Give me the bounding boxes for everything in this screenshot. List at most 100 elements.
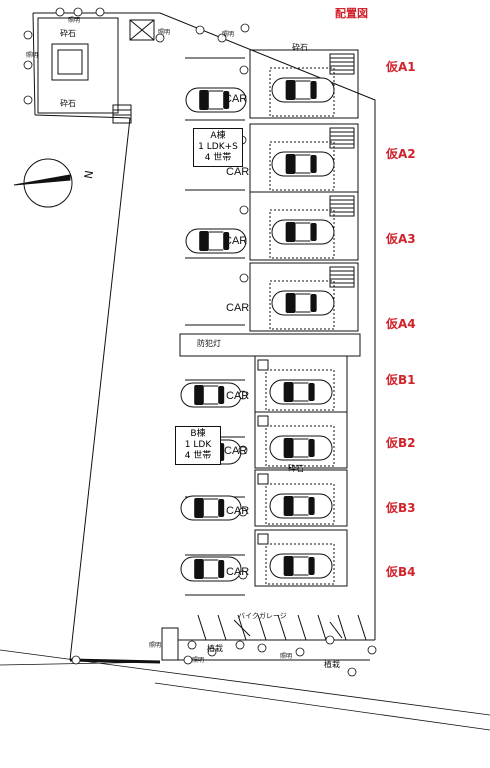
parking-bay [265, 425, 335, 467]
parking-bay [265, 543, 335, 585]
planting-label-2: 植栽 [324, 660, 340, 669]
bike-slot-line [357, 614, 367, 641]
unit-label-b3: 仮B3 [386, 501, 416, 515]
car-label-4: CAR [226, 302, 250, 314]
car-label-6: CAR [224, 445, 248, 457]
bike-slot-line [257, 614, 267, 641]
car-icon [180, 495, 242, 521]
stair-block [329, 195, 355, 217]
unit-a-outline [249, 49, 359, 119]
shrub-icon [73, 7, 83, 17]
car-icon [271, 77, 335, 103]
shrub-icon [183, 655, 193, 665]
shrub-icon [367, 645, 377, 655]
shrub-icon [71, 655, 81, 665]
shrub-icon [23, 95, 33, 105]
building-b-count: 4 世帯 [184, 451, 212, 461]
gravel-label-mid: 砕石 [288, 464, 304, 473]
car-icon [269, 379, 333, 405]
car-icon [271, 290, 335, 316]
crime-light-label: 防犯灯 [197, 339, 221, 348]
shrub-icon [55, 7, 65, 17]
shrub-icon [155, 33, 165, 43]
shrub-icon [295, 647, 305, 657]
car-label-1: CAR [224, 93, 248, 105]
shrub-icon [239, 65, 249, 75]
entry-box [257, 359, 269, 371]
bike-garage-label: バイクガレージ [238, 612, 287, 620]
shrub-icon [187, 640, 197, 650]
shrub-icon [239, 273, 249, 283]
unit-label-b4: 仮B4 [386, 565, 416, 579]
unit-label-a3: 仮A3 [386, 232, 416, 246]
shrub-icon [238, 570, 248, 580]
gravel-label-nb1: 砕石 [60, 29, 76, 38]
bike-slot-line [217, 614, 227, 641]
building-a-name: A棟 [210, 131, 226, 141]
shrub-icon [217, 33, 227, 43]
stair-block [329, 127, 355, 149]
car-icon [185, 228, 247, 254]
shrub-icon [238, 445, 248, 455]
car-icon [271, 219, 335, 245]
car-label-5: CAR [226, 390, 250, 402]
gravel-label-nb2: 砕石 [60, 99, 76, 108]
unit-b-outline [254, 411, 348, 469]
bike-icon [233, 619, 251, 637]
car-icon [269, 553, 333, 579]
shrub-icon [207, 647, 217, 657]
car-label-8: CAR [226, 566, 250, 578]
building-a-count: 4 世帯 [204, 153, 232, 163]
shrub-icon [239, 205, 249, 215]
unit-a-outline [249, 191, 359, 261]
parking-bay [265, 483, 335, 525]
entry-box [257, 533, 269, 545]
unit-label-b1: 仮B1 [386, 373, 416, 387]
bike-slot-line [197, 614, 207, 641]
shrub-icon [257, 643, 267, 653]
light-label-2: 照明 [222, 31, 235, 38]
bike-slot-line [317, 614, 327, 641]
stair-block [329, 266, 355, 288]
stair-block [329, 53, 355, 75]
car-label-2: CAR [226, 166, 250, 178]
unit-a-outline [249, 262, 359, 332]
light-label-7: 照明 [280, 653, 293, 660]
unit-label-b2: 仮B2 [386, 436, 416, 450]
shrub-icon [195, 25, 205, 35]
entry-box [257, 415, 269, 427]
building-b-name: B棟 [190, 429, 206, 439]
unit-b-outline [254, 529, 348, 587]
shrub-icon [238, 390, 248, 400]
shrub-icon [325, 635, 335, 645]
entry-box [257, 473, 269, 485]
building-b-layout: 1 LDK [184, 440, 212, 450]
unit-label-a1: 仮A1 [386, 60, 416, 74]
bike-icon [329, 621, 343, 639]
unit-label-a2: 仮A2 [386, 147, 416, 161]
building-a-note: A棟 1 LDK+S 4 世帯 [193, 128, 243, 167]
parking-bay [265, 369, 335, 411]
car-label-3: CAR [224, 235, 248, 247]
light-label-6: 照明 [192, 657, 205, 664]
light-label-1: 照明 [158, 29, 171, 36]
car-icon [185, 87, 247, 113]
car-icon [269, 493, 333, 519]
shrub-icon [235, 640, 245, 650]
building-a-layout: 1 LDK+S [198, 142, 238, 152]
shrub-icon [23, 60, 33, 70]
shrub-icon [238, 507, 248, 517]
light-label-5: 照明 [149, 642, 162, 649]
car-icon [180, 556, 242, 582]
unit-label-a4: 仮A4 [386, 317, 416, 331]
bike-slot-line [277, 614, 287, 641]
planting-label-1: 植栽 [207, 644, 223, 653]
bike-slot-line [337, 614, 347, 641]
car-icon [269, 435, 333, 461]
car-icon [271, 151, 335, 177]
light-label-4: 照明 [26, 52, 39, 59]
shrub-icon [95, 7, 105, 17]
shrub-icon [347, 667, 357, 677]
shrub-icon [23, 30, 33, 40]
